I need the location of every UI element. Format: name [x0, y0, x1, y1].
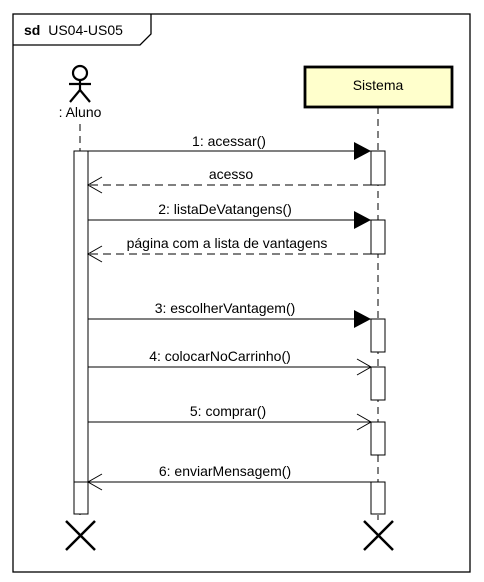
- system-destroy-icon: [363, 520, 394, 551]
- frame-name-tab: [13, 14, 152, 46]
- system-activation-bar: [370, 318, 386, 353]
- message-label: página com a lista de vantagens: [127, 235, 328, 251]
- open-arrowhead: [86, 245, 103, 263]
- stick-figure-icon: [69, 64, 91, 103]
- actor-destroy-icon: [65, 520, 96, 551]
- filled-arrowhead: [354, 142, 371, 160]
- frame-keyword: sd: [24, 22, 40, 38]
- open-arrowhead: [356, 413, 373, 431]
- system-activation-bar: [370, 481, 386, 515]
- filled-arrowhead: [354, 211, 371, 229]
- message-label: 3: escolherVantagem(): [155, 300, 296, 316]
- actor-activation-bar: [73, 481, 89, 515]
- frame-title: sd US04-US05: [24, 22, 123, 38]
- message-label: 4: colocarNoCarrinho(): [149, 348, 291, 364]
- actor-activation-bar: [73, 150, 89, 484]
- open-arrowhead: [86, 176, 103, 194]
- actor-label: : Aluno: [59, 104, 102, 120]
- system-activation-bar: [370, 366, 386, 401]
- system-activation-bar: [370, 421, 386, 456]
- message-label: 5: comprar(): [190, 403, 266, 419]
- open-arrowhead: [356, 358, 373, 376]
- message-label: 2: listaDeVatangens(): [158, 201, 292, 217]
- message-label: 1: acessar(): [192, 133, 266, 149]
- message-label: acesso: [209, 166, 254, 182]
- message-label: 6: enviarMensagem(): [159, 463, 291, 479]
- system-activation-bar: [370, 150, 386, 186]
- system-label: Sistema: [353, 77, 404, 93]
- diagram-frame: [12, 13, 471, 573]
- open-arrowhead: [86, 473, 103, 491]
- frame-name: US04-US05: [48, 22, 123, 38]
- filled-arrowhead: [354, 310, 371, 328]
- system-activation-bar: [370, 219, 386, 255]
